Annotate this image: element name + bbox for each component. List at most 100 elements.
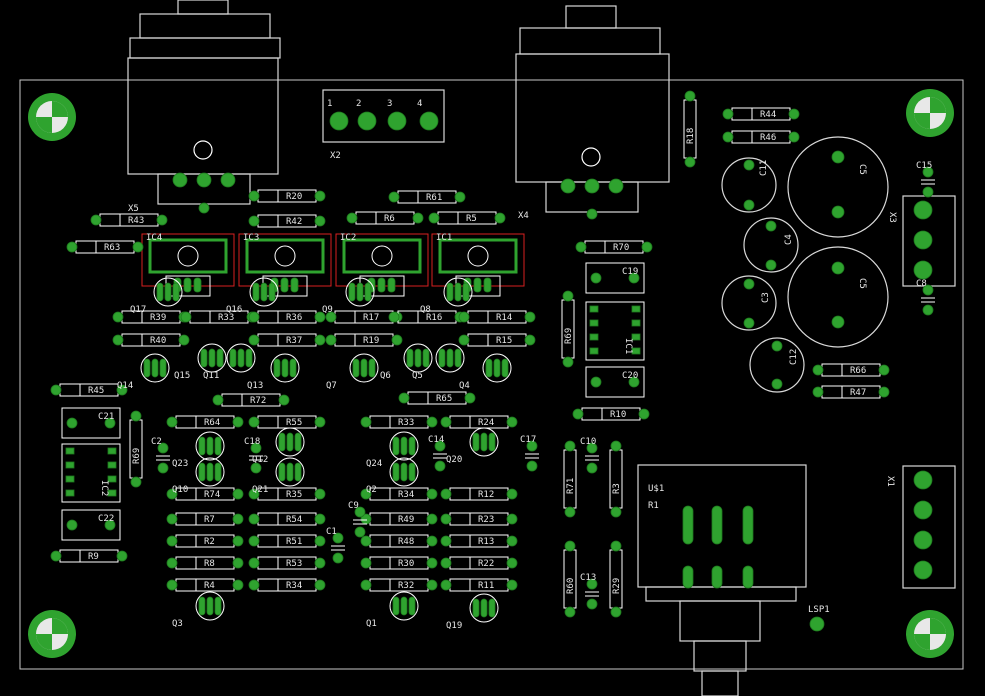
ic-label: IC1 bbox=[623, 338, 633, 354]
transistor-label: Q16 bbox=[226, 305, 242, 315]
resistor-label: R14 bbox=[496, 313, 512, 323]
svg-text:C12: C12 bbox=[789, 349, 799, 365]
capacitor-ceramic: C2 bbox=[151, 437, 170, 474]
capacitor-c5-top: C5 bbox=[787, 136, 889, 238]
capacitor-label: C19 bbox=[622, 267, 638, 277]
resistor: R53 bbox=[248, 556, 326, 570]
transistor-label: Q19 bbox=[446, 621, 462, 631]
resistor-label: R8 bbox=[204, 559, 215, 569]
x5-label: X5 bbox=[128, 204, 139, 214]
capacitor-label: C17 bbox=[520, 435, 536, 445]
resistor-label: R61 bbox=[426, 193, 442, 203]
resistor-label: R5 bbox=[466, 214, 477, 224]
capacitor-film: C21 bbox=[61, 407, 121, 439]
resistor: R49 bbox=[360, 512, 438, 526]
resistor-label: R45 bbox=[88, 386, 104, 396]
capacitor-label: C9 bbox=[348, 501, 359, 511]
transistor: Q8 bbox=[420, 277, 473, 315]
resistor-label: R2 bbox=[204, 537, 215, 547]
resistor-label: R12 bbox=[478, 490, 494, 500]
resistor-label: R18 bbox=[686, 128, 696, 144]
resistor-label: R48 bbox=[398, 537, 414, 547]
resistor-label: R6 bbox=[384, 214, 395, 224]
transistor: Q9 bbox=[322, 277, 375, 315]
resistor: R65 bbox=[398, 391, 476, 405]
resistor: R24 bbox=[440, 415, 518, 429]
resistor-label: R43 bbox=[128, 216, 144, 226]
resistor: R32 bbox=[360, 578, 438, 592]
resistor-label: R44 bbox=[760, 110, 776, 120]
capacitor-ceramic: C13 bbox=[580, 573, 599, 610]
svg-text:C5: C5 bbox=[857, 164, 867, 175]
svg-text:C4: C4 bbox=[784, 234, 794, 245]
resistor: R44 bbox=[722, 107, 800, 121]
capacitor-label: C2 bbox=[151, 437, 162, 447]
capacitor-label: C13 bbox=[580, 573, 596, 583]
resistor: R4 bbox=[166, 578, 244, 592]
resistor-label: R69 bbox=[564, 328, 574, 344]
transistor: Q6 bbox=[380, 343, 433, 381]
capacitor-ceramic: C15 bbox=[916, 161, 935, 198]
resistor: R42 bbox=[248, 214, 326, 228]
transistor-label: Q2 bbox=[366, 485, 377, 495]
resistor-label: R53 bbox=[286, 559, 302, 569]
svg-text:C5: C5 bbox=[857, 278, 867, 289]
x2-label: X2 bbox=[330, 151, 341, 161]
resistor: R37 bbox=[248, 333, 326, 347]
resistor-label: R60 bbox=[566, 578, 576, 594]
resistor: R36 bbox=[248, 310, 326, 324]
capacitor-label: C15 bbox=[916, 161, 932, 171]
heatsink-label: IC1 bbox=[436, 233, 452, 243]
resistor-label: R65 bbox=[436, 394, 452, 404]
resistor: R19 bbox=[325, 333, 403, 347]
resistor-label: R33 bbox=[398, 418, 414, 428]
resistor-label: R23 bbox=[478, 515, 494, 525]
transistor-label: Q13 bbox=[247, 381, 263, 391]
mounting-hole-bottom-left bbox=[28, 610, 76, 658]
resistor-label: R34 bbox=[286, 581, 302, 591]
heatsink-ic4: IC4 bbox=[141, 233, 235, 297]
resistor: R23 bbox=[440, 512, 518, 526]
mounting-hole-bottom-right bbox=[906, 610, 954, 658]
heatsink-label: IC4 bbox=[146, 233, 162, 243]
resistor-label: R20 bbox=[286, 192, 302, 202]
transistor-label: Q8 bbox=[420, 305, 431, 315]
resistor: R39 bbox=[112, 310, 190, 324]
x2-pin-3: 3 bbox=[387, 99, 392, 109]
board-outline bbox=[19, 79, 964, 670]
us1-label: U$1 bbox=[648, 484, 664, 494]
resistor: R64 bbox=[166, 415, 244, 429]
capacitor-ceramic: C1 bbox=[326, 527, 345, 564]
capacitor-c12: C12 bbox=[749, 337, 805, 393]
resistor: R61 bbox=[388, 190, 466, 204]
resistor-label: R49 bbox=[398, 515, 414, 525]
resistor-label: R4 bbox=[204, 581, 215, 591]
resistor: R47 bbox=[812, 385, 890, 399]
resistor-label: R40 bbox=[150, 336, 166, 346]
transistor: Q17 bbox=[130, 277, 183, 315]
capacitor-c4: C4 bbox=[743, 217, 799, 273]
mounting-hole-top-left bbox=[28, 93, 76, 141]
capacitor-ceramic: C18 bbox=[244, 437, 263, 474]
resistor: R55 bbox=[248, 415, 326, 429]
x2-pin-2: 2 bbox=[356, 99, 361, 109]
resistor: R6 bbox=[346, 211, 424, 225]
capacitor-c11: C11 bbox=[721, 157, 777, 213]
resistor-label: R66 bbox=[850, 366, 866, 376]
jack-left bbox=[127, 0, 281, 214]
resistor-label: R3 bbox=[612, 483, 622, 494]
transistor-label: Q9 bbox=[322, 305, 333, 315]
resistor-label: R47 bbox=[850, 388, 866, 398]
resistor: R12 bbox=[440, 487, 518, 501]
resistor-label: R64 bbox=[204, 418, 220, 428]
capacitor-c3: C3 bbox=[721, 275, 777, 331]
connector-x2: X2 1 2 3 4 bbox=[322, 89, 445, 161]
resistor: R46 bbox=[722, 130, 800, 144]
transistor-label: Q17 bbox=[130, 305, 146, 315]
transistor-label: Q4 bbox=[459, 381, 470, 391]
x3-label: X3 bbox=[887, 212, 897, 223]
transistor-label: Q24 bbox=[366, 459, 382, 469]
heatsink-label: IC3 bbox=[243, 233, 259, 243]
resistor-label: R16 bbox=[426, 313, 442, 323]
transistor-label: Q6 bbox=[380, 371, 391, 381]
